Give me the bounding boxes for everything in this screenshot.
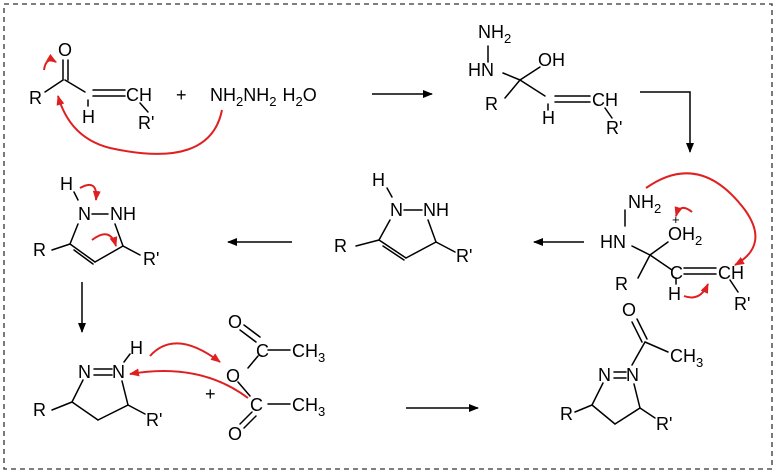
enone-structure: O R H CH R' [29,40,154,133]
pyrazoline-a-h: H [372,170,385,190]
enone-r-group: R [29,88,42,108]
product-n2: N [626,365,639,385]
pyrazoline-c-n2: N [112,362,125,382]
intermediate1-nh2: NH2 [478,22,511,46]
electron-arrow-cyclization [645,172,757,266]
pyrazoline-c-n1: N [78,362,91,382]
pyrazoline-c: N N H R R' [33,338,162,430]
n-acetyl-pyrazoline-product: O CH3 N N R R' [560,300,703,434]
intermediate2-nh2: NH2 [628,192,661,216]
pyrazoline-b-h: H [60,174,73,194]
pyrazoline-a-n: N [390,200,403,220]
hemiaminal-intermediate: NH2 HN OH R H CH R' [468,22,622,138]
anhydride-o-bridge: O [226,366,240,386]
product-oxygen: O [622,300,636,320]
electron-arrow-proton-transfer [149,342,221,363]
pyrazoline-a-r: R [334,236,347,256]
pyrazoline-a: H N NH R R' [334,170,472,266]
intermediate2-r-prime: R' [734,294,750,314]
enone-r-prime: R' [138,113,154,133]
intermediate2-h: H [668,284,681,304]
hydrazine-text-1: NH [210,85,236,105]
water-text-2: O [303,85,317,105]
pyrazoline-c-h: H [130,338,143,358]
hydrazine-text-2: NH [243,85,269,105]
water-sub: 2 [295,94,302,109]
intermediate1-ch: CH [592,90,618,110]
acetic-anhydride: O C CH3 O C CH3 O [226,312,325,444]
water-text-1: H [282,85,295,105]
hydrazine-sub-1: 2 [236,94,243,109]
plus-sign-2: + [205,384,216,404]
anhydride-o-bottom: O [228,424,242,444]
intermediate2-hn: HN [600,232,626,252]
intermediate2-c: C [670,263,683,283]
pyrazoline-b-nh: NH [110,204,136,224]
pyrazoline-b: H N NH R R' [33,174,159,269]
product-r: R [560,404,573,424]
intermediate1-oh: OH [538,50,565,70]
electron-arrow-nucleophilic-attack [56,95,223,155]
pyrazoline-a-r-prime: R' [456,246,472,266]
intermediate1-r-prime: R' [606,118,622,138]
anhydride-o-top: O [228,312,242,332]
product-n1: N [598,365,611,385]
pyrazoline-b-r-prime: R' [143,249,159,269]
product-ch3: CH3 [670,346,703,370]
enone-h-label: H [82,107,95,127]
intermediate1-hn: HN [468,60,494,80]
plus-sign-1: + [176,85,187,105]
intermediate1-h: H [542,108,555,128]
anhydride-ch3-bottom: CH3 [292,395,325,419]
electron-arrow-water-loss [674,206,693,217]
protonated-intermediate: NH2 HN OH2 + R C H CH R' [600,172,757,314]
electron-arrow-proton-shift [683,283,709,299]
pyrazoline-c-r: R [33,400,46,420]
enone-ch-label: CH [126,85,152,105]
electron-arrow-acylation [129,368,249,399]
electron-arrow-nh-bond [79,184,101,201]
electron-arrow-carbonyl [43,53,57,71]
electron-arrow-ring-shift [91,233,118,247]
pyrazoline-c-r-prime: R' [146,410,162,430]
intermediate2-charge: + [672,212,680,227]
hydrazine-sub-2: 2 [269,94,276,109]
enone-oxygen: O [58,40,72,60]
anhydride-ch3-top: CH3 [292,341,325,365]
intermediate2-ch: CH [718,263,744,283]
anhydride-c-top: C [256,341,269,361]
scheme-border [3,3,773,470]
pyrazoline-b-n: N [78,204,91,224]
intermediate2-r: R [615,274,628,294]
pyrazoline-b-r: R [33,240,46,260]
reaction-arrow-2 [640,91,694,153]
product-r-prime: R' [656,414,672,434]
pyrazoline-a-nh: NH [423,200,449,220]
intermediate2-oh2: OH2 [668,224,702,248]
intermediate1-r: R [485,94,498,114]
anhydride-c-bottom: C [250,395,263,415]
